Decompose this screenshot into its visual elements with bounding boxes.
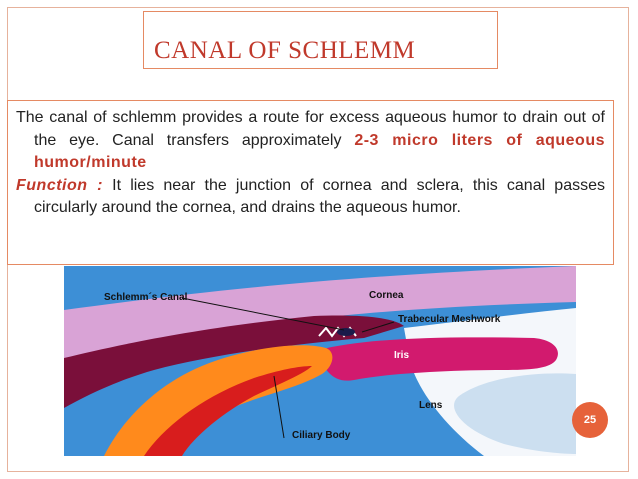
label-schlemms-canal: Schlemm´s Canal <box>104 292 188 303</box>
label-trabecular-meshwork: Trabecular Meshwork <box>398 314 501 325</box>
leader-lines <box>181 297 395 439</box>
title-box: CANAL OF SCHLEMM <box>143 11 498 69</box>
paragraph-lead: The canal of schlemm provides a route fo… <box>16 109 605 149</box>
sclera-band <box>64 315 404 408</box>
leader-schlemm <box>181 297 345 331</box>
eye-anatomy-diagram: Schlemm´s Canal Cornea Trabecular Meshwo… <box>64 266 576 456</box>
trabecular-meshwork <box>318 326 357 338</box>
label-ciliary-body: Ciliary Body <box>292 430 351 441</box>
label-lens: Lens <box>419 400 443 411</box>
eye-diagram-svg: Schlemm´s Canal Cornea Trabecular Meshwo… <box>64 266 576 456</box>
paragraph-description: The canal of schlemm provides a route fo… <box>16 107 605 175</box>
page-number-badge: 25 <box>572 402 608 438</box>
label-cornea: Cornea <box>369 290 404 301</box>
paragraph-highlight: 2-3 micro liters of aqueous humor/minute <box>34 131 606 172</box>
label-iris: Iris <box>394 350 409 361</box>
paragraph-function: Function : It lies near the junction of … <box>16 175 605 220</box>
ciliary-body-core <box>144 366 312 456</box>
content-box: The canal of schlemm provides a route fo… <box>7 100 614 265</box>
slide-title: CANAL OF SCHLEMM <box>154 37 416 64</box>
lens-shape <box>454 373 576 454</box>
leader-ciliary <box>273 375 285 439</box>
cornea-band <box>64 266 576 394</box>
iris-shape <box>319 337 558 381</box>
function-label: Function : <box>16 176 104 194</box>
function-text: It lies near the junction of cornea and … <box>34 176 605 217</box>
leader-trabecular <box>361 321 395 333</box>
